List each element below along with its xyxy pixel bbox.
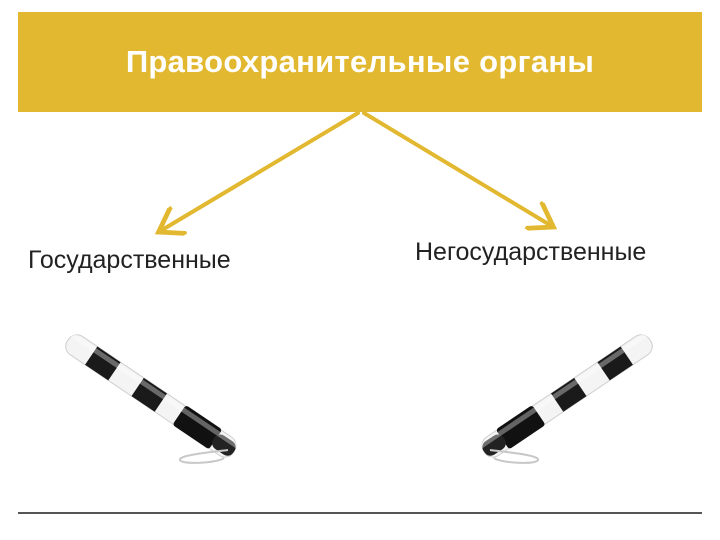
header-title: Правоохранительные органы (125, 44, 595, 79)
branch-label-nonstate: Негосударственные (415, 238, 647, 266)
header-banner: Правоохранительные органы (18, 12, 702, 112)
branch-label-state: Государственные (28, 246, 231, 274)
police-baton-icon (65, 333, 239, 464)
arrow-right (362, 111, 550, 225)
arrow-left (162, 111, 360, 230)
bottom-divider (18, 512, 702, 514)
police-baton-icon (479, 333, 653, 464)
